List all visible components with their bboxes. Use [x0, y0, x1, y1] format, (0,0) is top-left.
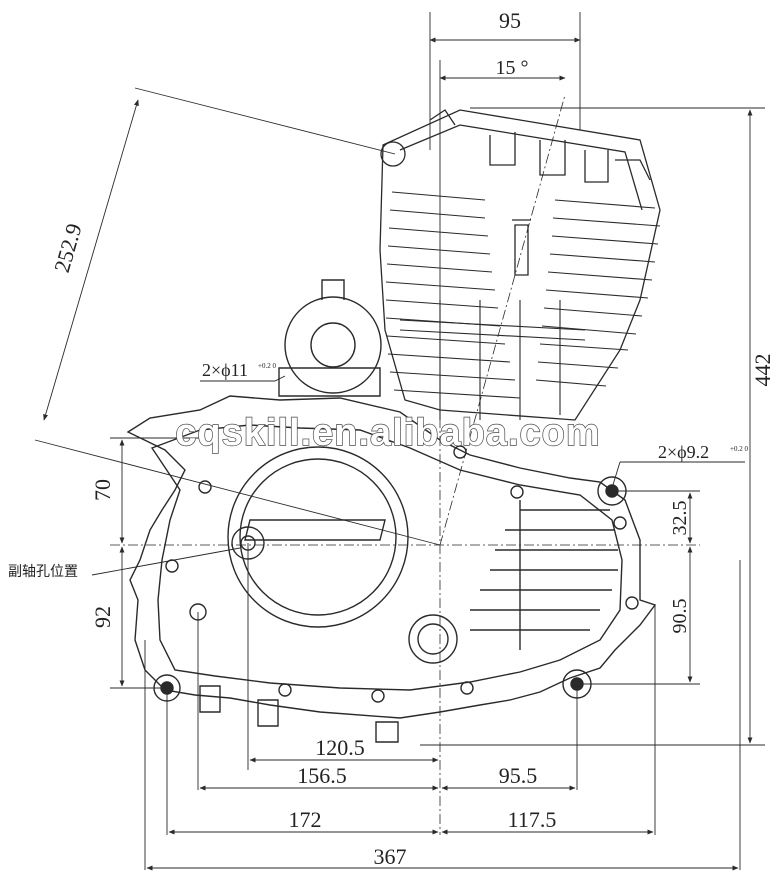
dim-156-5: 156.5	[297, 763, 347, 788]
dimension-lines	[34, 12, 765, 871]
dim-95-5: 95.5	[499, 763, 538, 788]
dim-90-5: 90.5	[669, 599, 691, 634]
dim-442: 442	[750, 354, 775, 387]
center-lines	[110, 94, 700, 835]
callouts: 2×ϕ11 +0.2 0 2×ϕ9.2 +0.2 0 副轴孔位置	[8, 360, 748, 580]
hole-callout-right: 2×ϕ9.2	[658, 442, 709, 462]
hole-callout-left: 2×ϕ11	[202, 360, 248, 380]
dim-32-5: 32.5	[669, 501, 691, 536]
watermark: cqskill.en.alibaba.com	[175, 412, 600, 454]
dim-70: 70	[90, 479, 115, 501]
dim-95-top: 95	[499, 8, 521, 33]
dim-117-5: 117.5	[508, 807, 557, 832]
hole-callout-left-tolerance: +0.2 0	[258, 362, 276, 370]
engine-outline	[126, 279, 657, 743]
dim-92: 92	[90, 606, 115, 628]
dim-252-9: 252.9	[49, 221, 87, 275]
dim-15-degree: 15 °	[496, 57, 529, 79]
dim-120-5: 120.5	[315, 735, 365, 760]
dim-367: 367	[374, 844, 407, 869]
cylinder-fins	[385, 191, 661, 420]
hole-callout-right-tolerance: +0.2 0	[730, 445, 748, 453]
shaft-position-note: 副轴孔位置	[8, 564, 78, 580]
dim-172: 172	[289, 807, 322, 832]
